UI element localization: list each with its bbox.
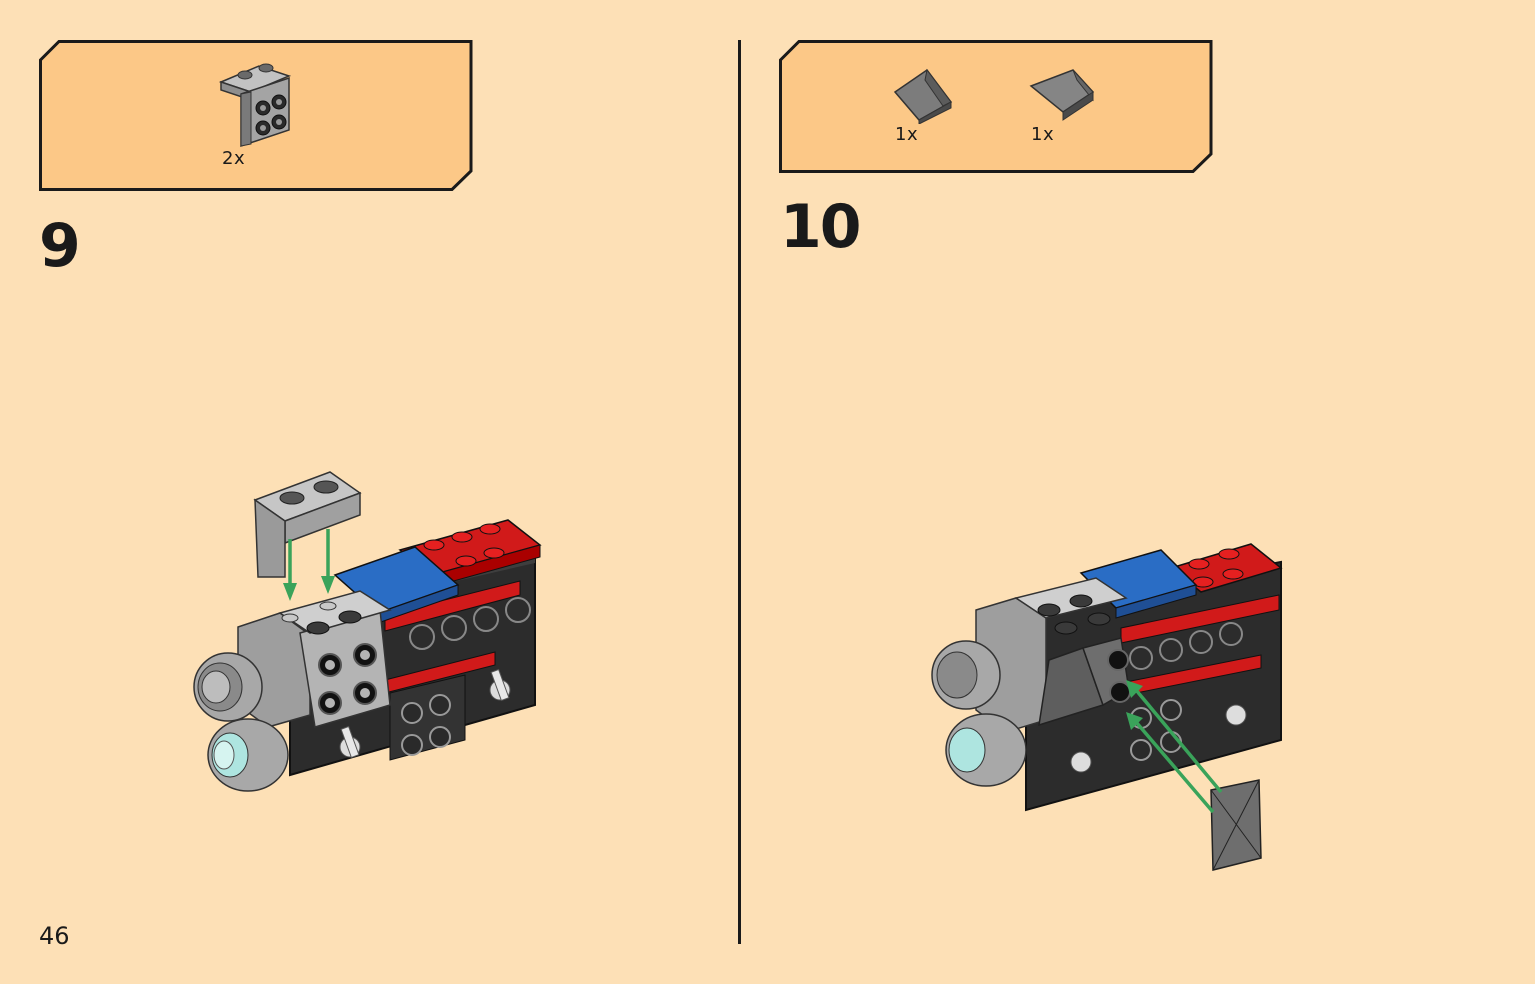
step-10-panel: 1x 1x 10 (741, 0, 1535, 984)
parts-callout-frame (779, 40, 1213, 173)
part-quantity: 2x (222, 148, 246, 169)
step-number: 10 (780, 192, 861, 262)
step-number: 9 (39, 211, 81, 281)
step-10-build-illustration (931, 543, 1283, 871)
slope-right-part-icon (1029, 69, 1095, 121)
step-9-build-illustration (193, 471, 542, 792)
step-9-parts-callout: 2x (39, 40, 473, 191)
page-divider (738, 40, 741, 944)
step-10-parts-callout: 1x 1x (779, 40, 1213, 173)
page-number: 46 (39, 922, 70, 950)
part-quantity: 1x (1031, 124, 1055, 145)
part-quantity: 1x (895, 124, 919, 145)
step-9-panel: 2x 9 (0, 0, 740, 984)
bracket-part-icon (219, 63, 292, 148)
slope-left-part-icon (893, 68, 953, 124)
